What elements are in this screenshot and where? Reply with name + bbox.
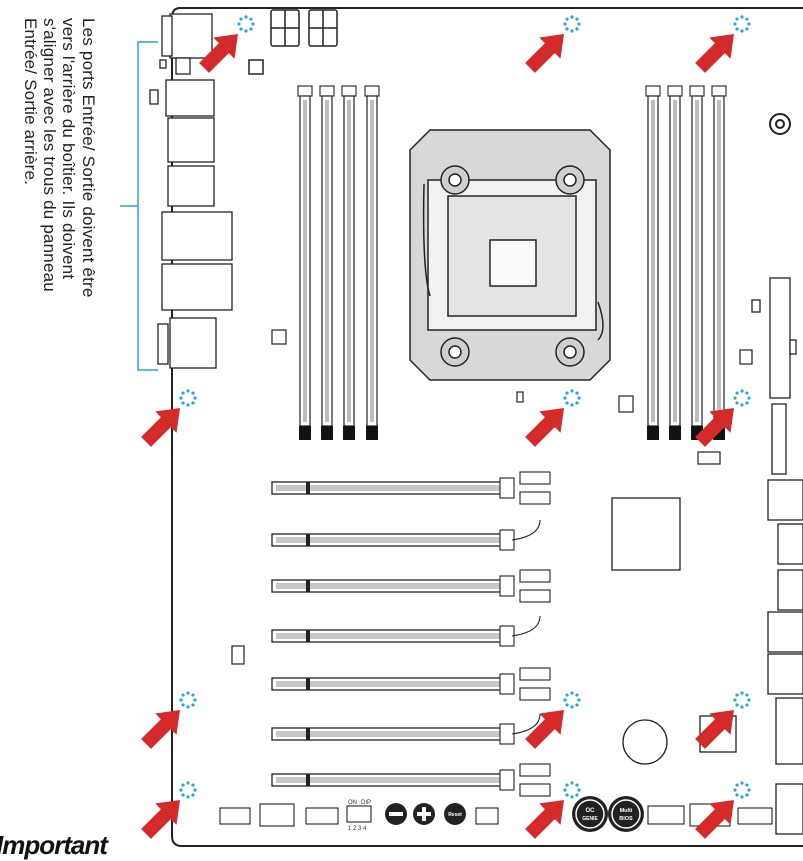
mounting-hole <box>733 15 751 33</box>
multi-bios-label-2: BIOS <box>619 816 633 822</box>
mounting-hole <box>733 781 751 799</box>
mounting-arrow <box>695 34 734 73</box>
mounting-hole <box>179 691 197 709</box>
note-line: vers l'arrière du boîtier. Ils doivent <box>59 18 78 280</box>
board-outline <box>171 7 803 847</box>
dip-label: DIP <box>361 800 371 806</box>
chipset <box>611 479 803 835</box>
dip-switch: ON DIP 1 2 3 4 <box>346 800 372 832</box>
dimm-slot <box>319 85 335 440</box>
mounting-arrow <box>141 408 180 447</box>
bottom-headers <box>219 803 773 827</box>
mounting-arrow <box>525 710 564 749</box>
pcie-slot <box>271 713 541 745</box>
mounting-hole <box>563 691 581 709</box>
dimm-slot <box>667 85 683 440</box>
dip-numbers: 1 2 3 4 <box>348 826 367 832</box>
oc-genie-label-2: GENIE <box>582 816 598 822</box>
dimm-slot <box>364 85 380 440</box>
mounting-hole <box>179 389 197 407</box>
pcie-slot <box>271 615 541 647</box>
mounting-arrow <box>695 408 734 447</box>
oc-genie-label-1: OC <box>586 808 596 814</box>
mounting-arrows <box>141 34 734 839</box>
important-label: Important <box>0 830 108 860</box>
note-line: s'aligner avec les trous du panneau <box>40 18 59 292</box>
mounting-arrow <box>141 800 180 839</box>
mounting-arrow <box>199 34 238 73</box>
multi-bios-label-1: Multi <box>620 808 633 814</box>
cpu-power-connectors <box>248 9 338 75</box>
pcie-slot <box>271 667 551 701</box>
note-line: Entrée/ Sortie arrière. <box>21 18 40 186</box>
dimm-slot <box>711 85 727 440</box>
reset-button-label: Reset <box>448 812 462 818</box>
dimm-slot <box>689 85 705 440</box>
mounting-hole <box>563 781 581 799</box>
io-bracket-line <box>120 41 158 371</box>
pcie-slot <box>271 763 551 797</box>
mounting-hole <box>733 691 751 709</box>
dimm-slot <box>341 85 357 440</box>
cpu-socket <box>409 129 611 381</box>
mounting-arrow <box>695 710 734 749</box>
pcie-slot <box>271 569 551 603</box>
note-line: Les ports Entrée/ Sortie doivent être <box>79 18 98 298</box>
dimm-slot <box>645 85 661 440</box>
atx-power-connector <box>751 277 797 475</box>
mounting-arrow <box>525 800 564 839</box>
mounting-arrow <box>141 710 180 749</box>
pcie-slots <box>271 471 551 797</box>
pcie-slot <box>271 519 541 551</box>
mounting-arrow <box>525 408 564 447</box>
mounting-holes <box>179 15 751 799</box>
mounting-hole <box>563 389 581 407</box>
dip-on-label: ON <box>348 800 357 806</box>
rear-io-ports <box>149 13 233 369</box>
mounting-hole <box>179 781 197 799</box>
onboard-buttons: Reset OC GENIE Multi BIOS <box>385 796 644 832</box>
mounting-arrow <box>525 34 564 73</box>
mounting-hole <box>733 389 751 407</box>
small-headers <box>231 329 753 665</box>
mounting-arrow <box>695 800 734 839</box>
power-button-icon <box>769 113 791 135</box>
mounting-hole <box>563 15 581 33</box>
mounting-hole <box>237 15 255 33</box>
dimm-slot <box>297 85 313 440</box>
dimm-slots-right <box>645 85 727 440</box>
pcie-slot <box>271 471 551 505</box>
dimm-slots-left <box>297 85 380 440</box>
